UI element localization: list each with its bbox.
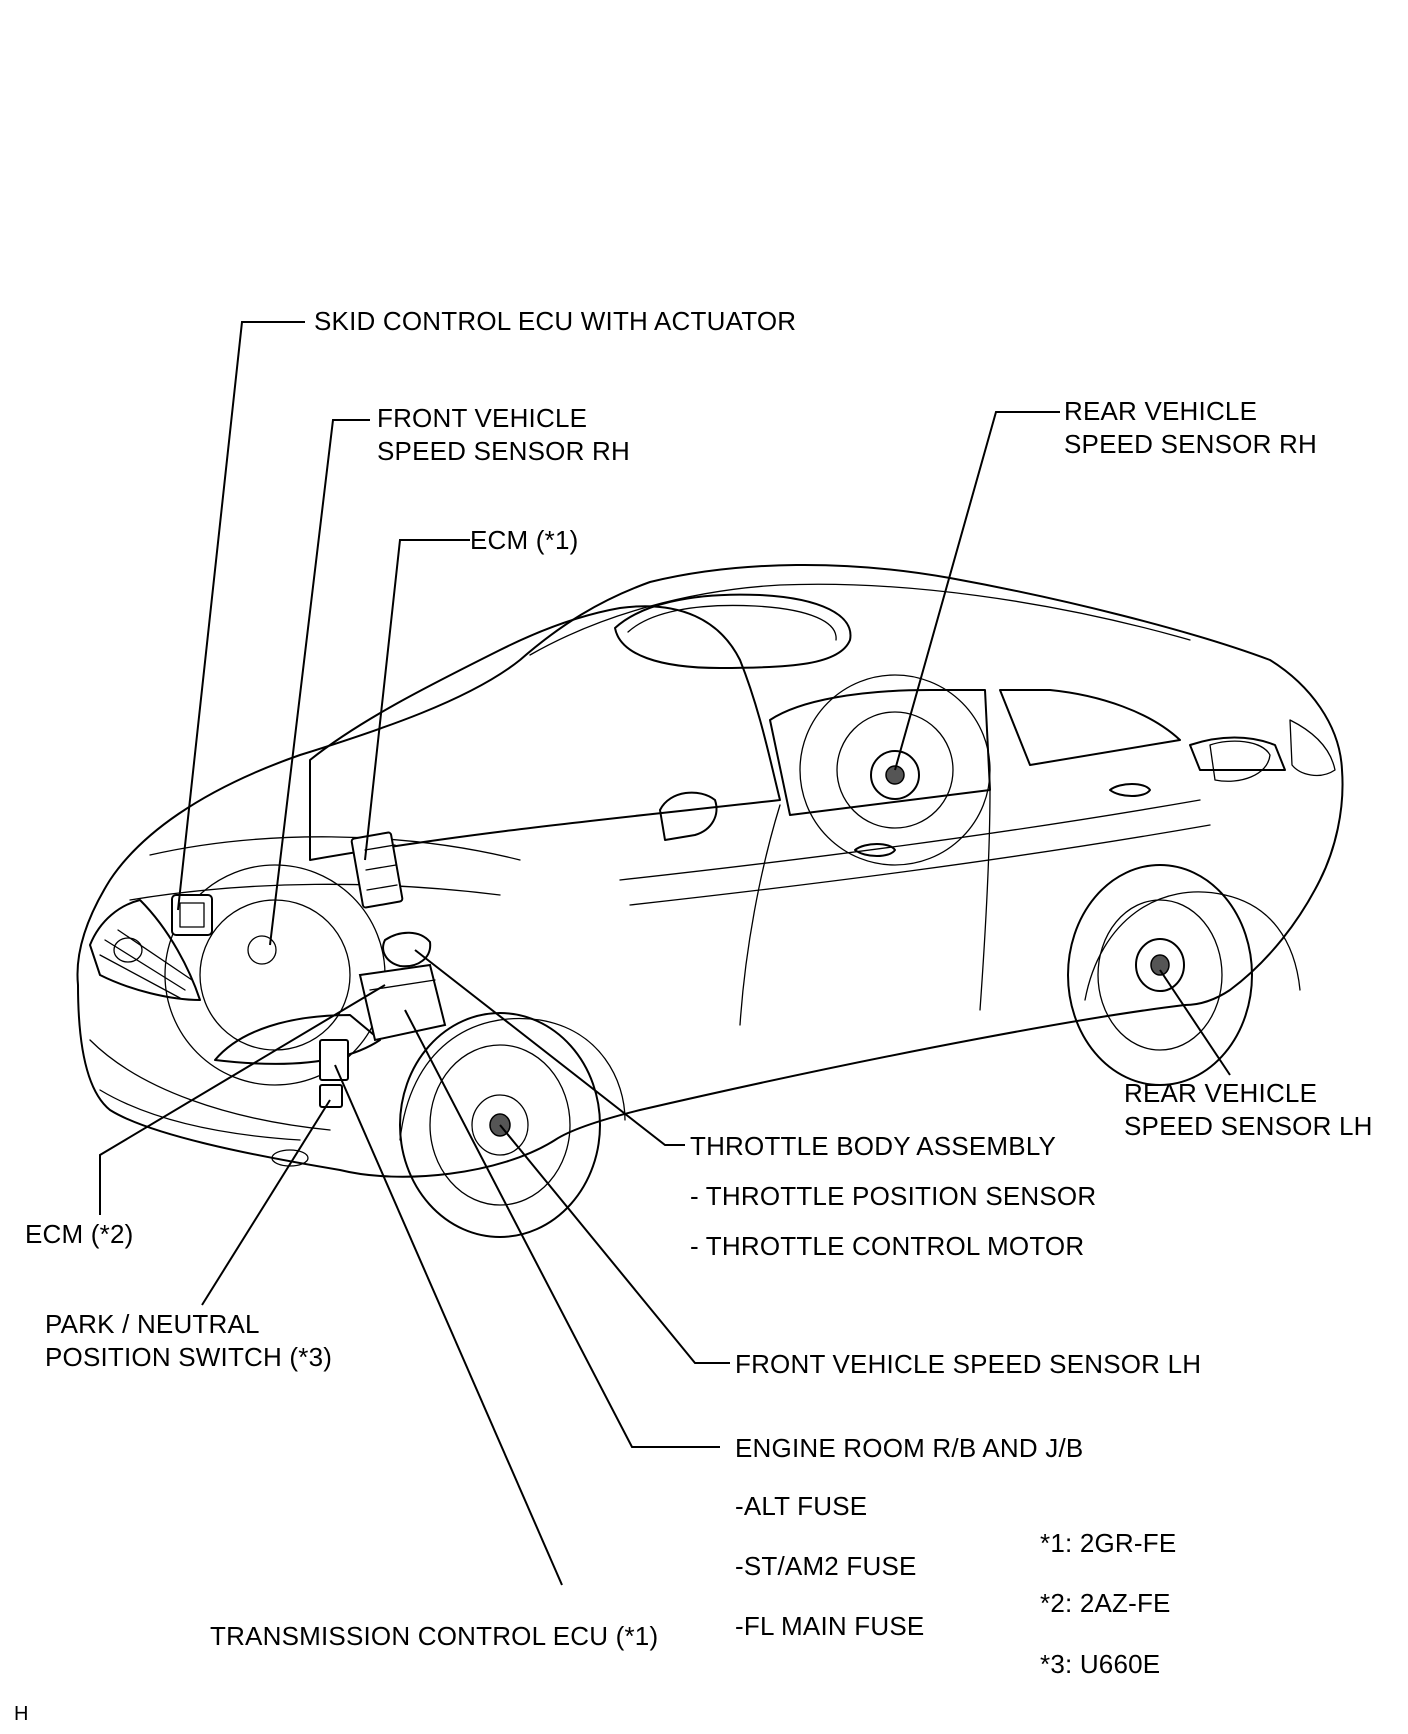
label-pnp-switch-line2: POSITION SWITCH (*3) [45, 1342, 333, 1372]
label-rear-speed-sensor-lh-line2: SPEED SENSOR LH [1124, 1111, 1373, 1141]
label-throttle-position-sensor: - THROTTLE POSITION SENSOR [690, 1181, 1097, 1211]
label-engine-room-rb-jb: ENGINE ROOM R/B AND J/B [735, 1433, 1084, 1463]
label-ecm-2: ECM (*2) [25, 1219, 134, 1249]
note-2: *2: 2AZ-FE [1040, 1588, 1171, 1618]
ecm-1-part [350, 831, 404, 909]
label-skid-control-ecu: SKID CONTROL ECU WITH ACTUATOR [314, 306, 797, 336]
label-pnp-switch-line1: PARK / NEUTRAL [45, 1309, 260, 1339]
note-1: *1: 2GR-FE [1040, 1528, 1177, 1558]
engine-room-rb-part [358, 963, 447, 1042]
corner-mark: H [14, 1703, 29, 1725]
rear-left-wheel [1067, 864, 1253, 1086]
label-ecm-1: ECM (*1) [470, 525, 579, 555]
label-front-speed-sensor-rh-line1: FRONT VEHICLE [377, 403, 588, 433]
label-transmission-control-ecu: TRANSMISSION CONTROL ECU (*1) [210, 1621, 659, 1651]
label-alt-fuse: -ALT FUSE [735, 1491, 868, 1521]
label-rear-speed-sensor-lh-line1: REAR VEHICLE [1124, 1078, 1318, 1108]
label-throttle-body-assembly: THROTTLE BODY ASSEMBLY [690, 1131, 1057, 1161]
transmission-control-ecu-part [319, 1039, 349, 1081]
note-3: *3: U660E [1040, 1649, 1161, 1679]
label-front-speed-sensor-lh: FRONT VEHICLE SPEED SENSOR LH [735, 1349, 1202, 1379]
skid-control-ecu-part [171, 894, 213, 936]
car-outline [76, 564, 1344, 1178]
label-st-am2-fuse: -ST/AM2 FUSE [735, 1551, 917, 1581]
label-fl-main-fuse: -FL MAIN FUSE [735, 1611, 925, 1641]
label-rear-speed-sensor-rh-line1: REAR VEHICLE [1064, 396, 1258, 426]
rear-right-wheel [799, 674, 991, 866]
pnp-switch-part [319, 1084, 343, 1108]
label-throttle-control-motor: - THROTTLE CONTROL MOTOR [690, 1231, 1085, 1261]
throttle-body-part [382, 931, 432, 968]
label-rear-speed-sensor-rh-line2: SPEED SENSOR RH [1064, 429, 1317, 459]
label-front-speed-sensor-rh-line2: SPEED SENSOR RH [377, 436, 630, 466]
leader-lines [99, 321, 1231, 1586]
